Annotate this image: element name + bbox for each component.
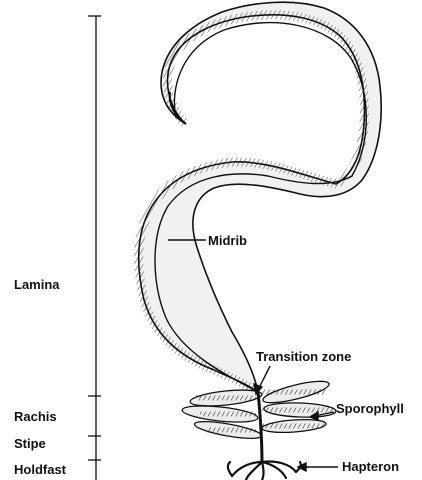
label-holdfast: Holdfast: [14, 463, 66, 476]
label-rachis: Rachis: [14, 410, 57, 423]
scale-bar: [88, 16, 101, 480]
label-lamina: Lamina: [14, 278, 60, 291]
label-stipe: Stipe: [14, 437, 46, 450]
stipe: [258, 392, 262, 464]
label-hapteron: Hapteron: [342, 460, 399, 473]
label-sporophyll: Sporophyll: [336, 402, 404, 415]
label-midrib: Midrib: [208, 234, 247, 247]
label-transition-zone: Transition zone: [256, 350, 351, 363]
holdfast-haptera: [228, 461, 301, 480]
lamina-blade: [139, 2, 381, 392]
